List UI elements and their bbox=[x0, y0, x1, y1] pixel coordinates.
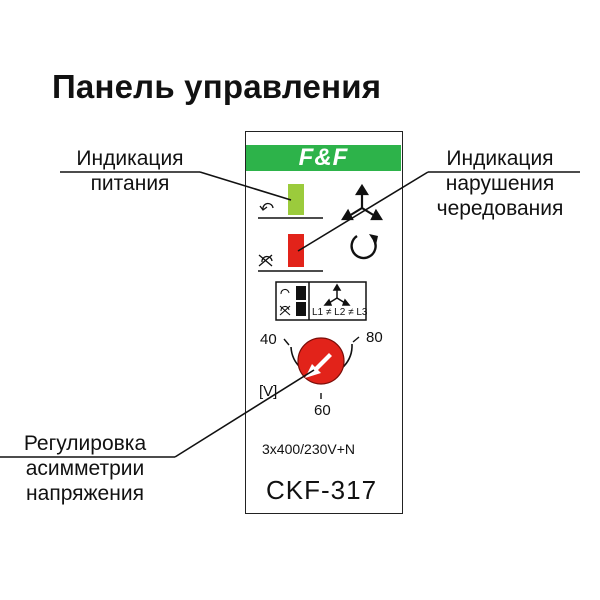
callout-power-indication: Индикация питания bbox=[60, 146, 200, 196]
indicator-box bbox=[275, 281, 367, 321]
callout-power-line-2: питания bbox=[90, 172, 170, 195]
three-phase-small-icon bbox=[323, 283, 351, 306]
fault-icon bbox=[258, 254, 273, 267]
leader-line-power bbox=[199, 171, 292, 201]
dial-label-max: 80 bbox=[366, 329, 383, 346]
phase-label: L1 ≠ L2 ≠ L3 bbox=[312, 307, 368, 318]
callout-power-line-1: Индикация bbox=[76, 147, 184, 170]
leader-line-asymmetry bbox=[174, 369, 315, 458]
page-title: Панель управления bbox=[52, 68, 382, 105]
unit-label: [V] bbox=[259, 383, 278, 400]
model-name: CKF-317 bbox=[266, 475, 378, 505]
dial-label-mid: 60 bbox=[314, 402, 331, 419]
callout-sequence-indication: Индикация нарушения чередования bbox=[420, 146, 580, 221]
leader-line-sequence bbox=[297, 171, 429, 252]
brand-logo: F&F bbox=[298, 144, 349, 171]
fault-led bbox=[288, 234, 304, 267]
brand-bar: F&F bbox=[246, 145, 401, 171]
device-panel: F&F bbox=[245, 131, 403, 514]
dial-label-min: 40 bbox=[260, 331, 277, 348]
callout-sequence-line-2: нарушения bbox=[445, 172, 555, 195]
callout-asymmetry-line-2: асимметрии bbox=[25, 457, 145, 480]
rotation-icon bbox=[259, 202, 274, 211]
callout-asymmetry-line-1: Регулировка bbox=[23, 432, 147, 455]
dial-tick bbox=[283, 338, 290, 346]
three-phase-icon bbox=[341, 183, 383, 221]
power-led bbox=[288, 184, 304, 215]
dial-tick bbox=[352, 336, 360, 343]
rotate-arrow-icon bbox=[350, 234, 378, 260]
voltage-rating: 3x400/230V+N bbox=[262, 441, 356, 457]
callout-asymmetry-regulation: Регулировка асимметрии напряжения bbox=[0, 431, 170, 506]
callout-sequence-line-3: чередования bbox=[436, 197, 564, 220]
callout-sequence-line-1: Индикация bbox=[446, 147, 554, 170]
callout-asymmetry-line-3: напряжения bbox=[26, 482, 144, 505]
